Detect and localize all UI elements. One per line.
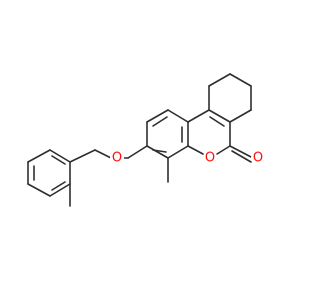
double-bond-inner xyxy=(152,116,168,127)
double-bond-inner xyxy=(152,149,167,153)
molecule-structure-diagram: O O O xyxy=(27,73,265,207)
ether-bond-left xyxy=(94,149,112,159)
bond xyxy=(167,145,189,159)
double-bond-inner xyxy=(51,155,66,165)
bond xyxy=(146,109,169,123)
aromatic-core-ring xyxy=(127,109,189,159)
bond xyxy=(167,109,189,123)
bond xyxy=(27,149,51,163)
bond xyxy=(229,109,252,123)
bond xyxy=(187,109,210,123)
double-bond-inner xyxy=(209,116,225,127)
atom-carbonyl-oxygen: O xyxy=(251,151,265,166)
bond xyxy=(146,145,169,159)
carbonyl-oxygen-label: O xyxy=(253,151,263,166)
bond xyxy=(49,183,71,197)
bond xyxy=(208,73,231,87)
bond xyxy=(49,149,71,163)
bond xyxy=(187,145,204,155)
atom-ether-oxygen: O xyxy=(110,151,124,166)
bond xyxy=(127,145,148,159)
bond xyxy=(27,183,51,197)
atom-ring-oxygen: O xyxy=(203,151,217,166)
ether-oxygen-label: O xyxy=(112,151,122,166)
carbonyl-bond xyxy=(229,145,254,159)
bond xyxy=(229,73,252,87)
benzyl-bond xyxy=(69,149,96,163)
tolyl-ring xyxy=(27,149,71,197)
bond xyxy=(208,109,231,123)
bond xyxy=(216,145,231,155)
carbonyl-bond-double xyxy=(231,150,252,163)
double-bond-inner xyxy=(51,181,66,191)
ring-oxygen-label: O xyxy=(205,151,215,166)
